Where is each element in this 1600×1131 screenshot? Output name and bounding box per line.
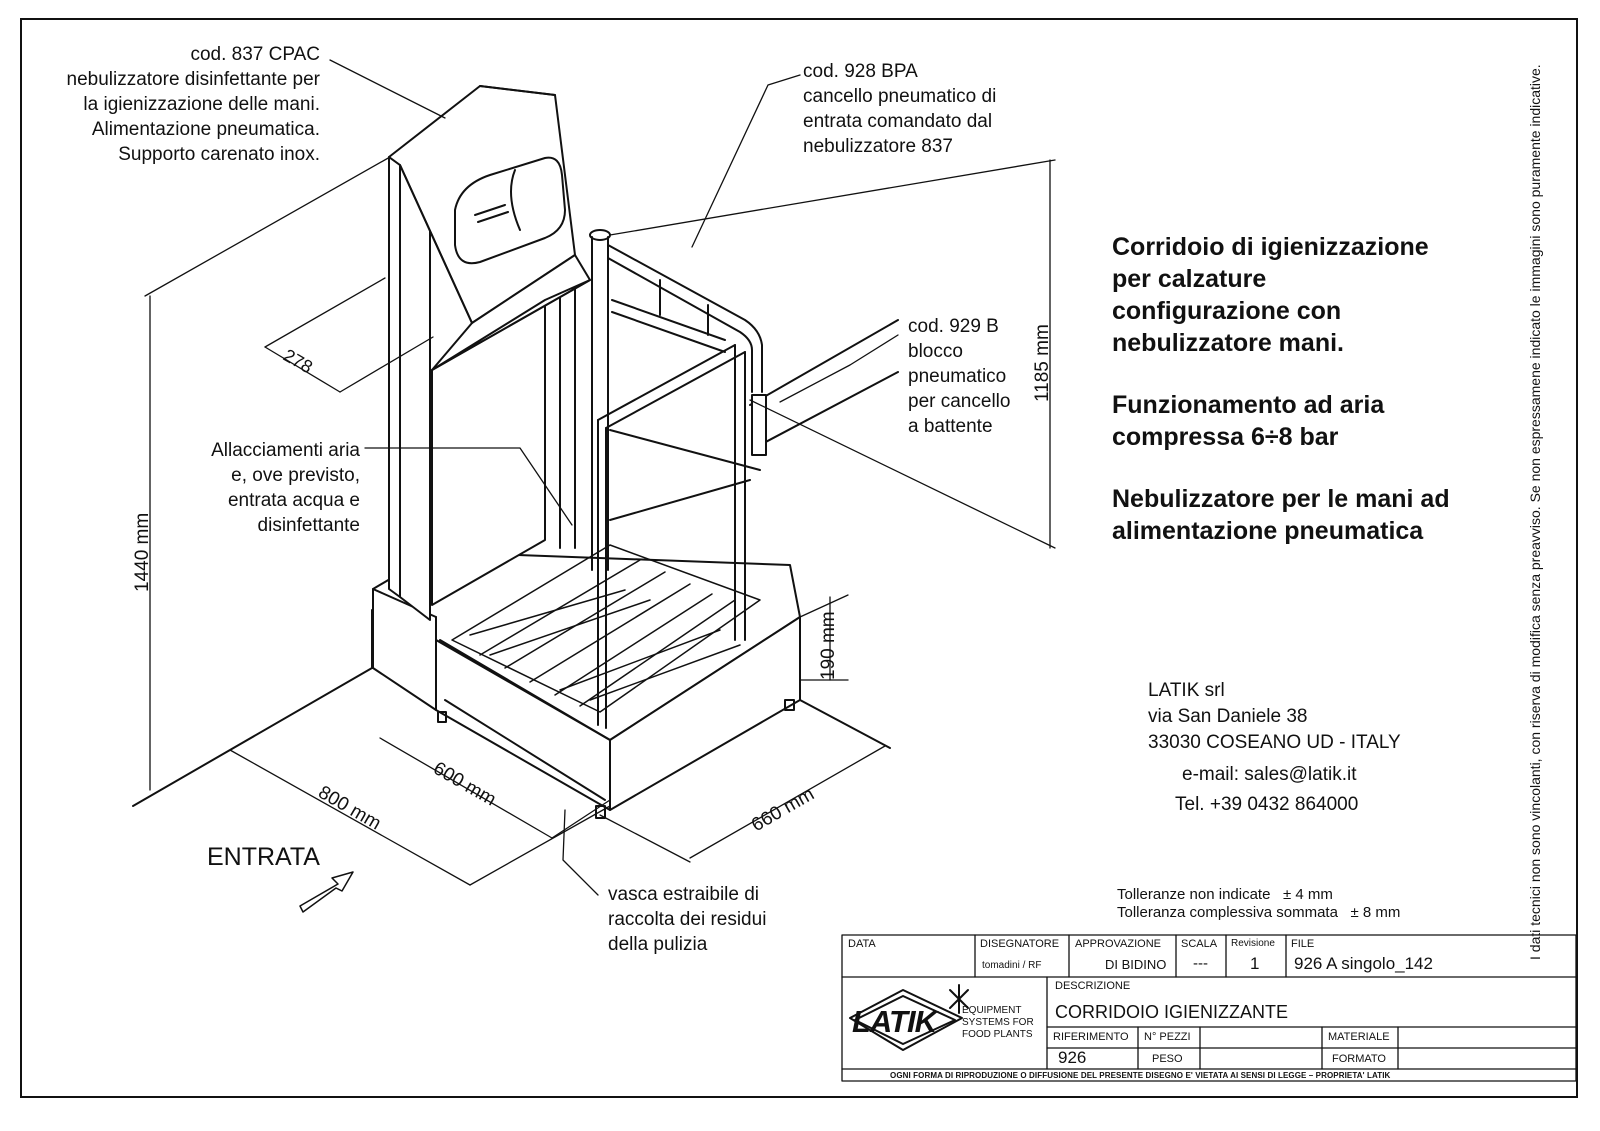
product-title: Corridoio di igienizzazione per calzatur… xyxy=(1112,231,1450,547)
logo-tagline: EQUIPMENT SYSTEMS FOR FOOD PLANTS xyxy=(962,1005,1034,1041)
tagline-line: SYSTEMS FOR xyxy=(962,1017,1034,1028)
callout-line: per cancello xyxy=(908,391,1011,412)
callout-line: entrata acqua e xyxy=(227,490,360,511)
title-line: Funzionamento ad aria xyxy=(1112,391,1385,419)
entrance-arrow-icon xyxy=(299,871,354,913)
callout-line: vasca estraibile di xyxy=(608,884,760,905)
weight-label: PESO xyxy=(1152,1053,1183,1065)
dimension-190: 190 mm xyxy=(818,611,839,680)
floor-grating xyxy=(451,544,761,713)
latik-logo xyxy=(849,984,969,1051)
callout-block: cod. 929 B blocco pneumatico per cancell… xyxy=(908,314,1010,439)
callout-line: nebulizzatore 837 xyxy=(803,136,953,157)
tolerance-label: Tolleranze non indicate xyxy=(1117,886,1271,903)
data-label: DATA xyxy=(848,938,876,950)
designer-value: tomadini / RF xyxy=(982,960,1042,971)
pieces-label: N° PEZZI xyxy=(1144,1031,1191,1043)
company-phone: Tel. +39 0432 864000 xyxy=(1175,794,1359,815)
callout-tray: vasca estraibile di raccolta dei residui… xyxy=(608,882,766,957)
callout-line: entrata comandato dal xyxy=(803,111,993,132)
title-line: Nebulizzatore per le mani ad xyxy=(1112,485,1450,513)
designer-label: DISEGNATORE xyxy=(980,938,1060,950)
gate-frame xyxy=(589,229,767,729)
callout-line: cod. 928 BPA xyxy=(803,61,918,82)
description-value: CORRIDOIO IGIENIZZANTE xyxy=(1055,1002,1289,1022)
company-city: 33030 COSEANO UD - ITALY xyxy=(1148,732,1401,753)
drawing-sheet-border xyxy=(20,18,1578,1098)
callout-line: Allacciamenti aria xyxy=(211,440,360,461)
copyright-notice: OGNI FORMA DI RIPRODUZIONE O DIFFUSIONE … xyxy=(890,1071,1391,1080)
file-label: FILE xyxy=(1291,938,1315,950)
callout-gate: cod. 928 BPA cancello pneumatico di entr… xyxy=(803,59,996,159)
dimension-lines xyxy=(144,156,1056,886)
title-line: nebulizzatore mani. xyxy=(1112,329,1344,357)
callout-nebulizer: cod. 837 CPAC nebulizzatore disinfettant… xyxy=(30,42,321,167)
scale-value: --- xyxy=(1193,955,1208,972)
callout-connections: Allacciamenti aria e, ove previsto, entr… xyxy=(150,438,360,538)
company-address: LATIK srl via San Daniele 38 33030 COSEA… xyxy=(1148,678,1401,756)
tolerance-value: ± 8 mm xyxy=(1350,904,1401,921)
reference-label: RIFERIMENTO xyxy=(1053,1031,1129,1043)
format-label: FORMATO xyxy=(1332,1053,1386,1065)
tolerance-1: Tolleranze non indicate ± 4 mm xyxy=(1117,886,1333,904)
entrance-label: ENTRATA xyxy=(207,843,320,871)
title-line: configurazione con xyxy=(1112,297,1342,325)
callout-line: a battente xyxy=(908,416,993,437)
tolerance-label: Tolleranza complessiva sommata xyxy=(1117,904,1338,921)
company-street: via San Daniele 38 xyxy=(1148,706,1308,727)
revision-value: 1 xyxy=(1250,954,1260,973)
nebulizer-column xyxy=(388,156,576,621)
callout-line: cod. 837 CPAC xyxy=(190,44,320,65)
leader-lines xyxy=(329,59,899,896)
callout-line: blocco xyxy=(908,341,963,362)
approval-value: DI BIDINO xyxy=(1105,957,1167,972)
tolerance-2: Tolleranza complessiva sommata ± 8 mm xyxy=(1117,904,1400,922)
tolerance-value: ± 4 mm xyxy=(1282,886,1333,903)
dimension-1185: 1185 mm xyxy=(1032,324,1053,402)
disclaimer-note: I dati tecnici non sono vincolanti, con … xyxy=(1527,64,1543,960)
logo-wordmark: LATIK xyxy=(852,1004,937,1039)
callout-line: Supporto carenato inox. xyxy=(118,144,320,165)
callout-line: cod. 929 B xyxy=(908,316,999,337)
callout-line: nebulizzatore disinfettante per xyxy=(66,69,321,90)
scale-label: SCALA xyxy=(1181,938,1218,950)
company-email: e-mail: sales@latik.it xyxy=(1182,764,1357,785)
approval-label: APPROVAZIONE xyxy=(1075,938,1161,950)
callout-line: cancello pneumatico di xyxy=(803,86,997,107)
title-line: alimentazione pneumatica xyxy=(1112,517,1424,545)
callout-line: e, ove previsto, xyxy=(231,465,360,486)
callout-line: della pulizia xyxy=(608,934,708,955)
file-value: 926 A singolo_142 xyxy=(1294,954,1433,973)
callout-line: raccolta dei residui xyxy=(608,909,767,930)
callout-line: pneumatico xyxy=(908,366,1007,387)
callout-line: Alimentazione pneumatica. xyxy=(91,119,320,140)
company-name: LATIK srl xyxy=(1148,680,1225,701)
tagline-line: EQUIPMENT xyxy=(962,1005,1022,1016)
callout-line: la igienizzazione delle mani. xyxy=(83,94,320,115)
description-label: DESCRIZIONE xyxy=(1055,980,1131,992)
dimension-1440: 1440 mm xyxy=(132,512,153,592)
material-label: MATERIALE xyxy=(1328,1031,1390,1043)
title-line: per calzature xyxy=(1112,265,1267,293)
title-line: Corridoio di igienizzazione xyxy=(1112,233,1429,261)
title-block-grid xyxy=(841,934,1577,1082)
reference-value: 926 xyxy=(1058,1048,1087,1067)
revision-label: Revisione xyxy=(1231,938,1275,949)
title-line: compressa 6÷8 bar xyxy=(1112,423,1339,451)
nebulizer-head xyxy=(388,85,591,371)
tagline-line: FOOD PLANTS xyxy=(962,1029,1033,1040)
callout-line: disinfettante xyxy=(257,515,360,536)
base-tray xyxy=(372,551,801,819)
